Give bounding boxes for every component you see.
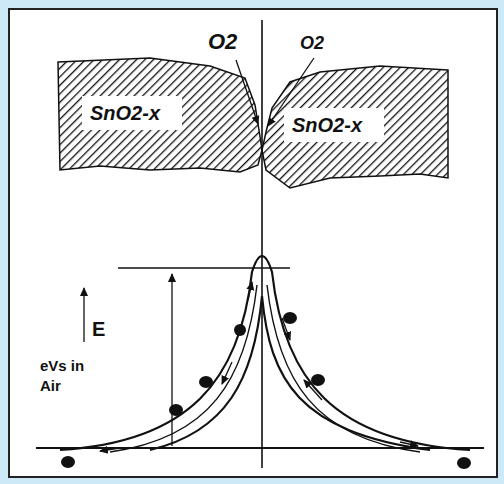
barrier-label: eVs in Air [40, 356, 100, 397]
electron-dots [61, 312, 471, 469]
flow-arrow [248, 282, 252, 300]
gas-label: O2 [300, 34, 324, 54]
material-label: SnO2-x [292, 114, 362, 136]
barrier-curve-mid [110, 285, 420, 452]
gas-label: O2 [208, 30, 237, 54]
label-patch [284, 108, 384, 142]
axis-label: E [92, 318, 105, 340]
material-label: SnO2-x [90, 102, 160, 124]
label-patch [82, 96, 182, 130]
barrier-level [118, 267, 290, 269]
symmetry-line [261, 20, 263, 468]
grain-left [58, 58, 262, 172]
flow-arrow [400, 442, 418, 446]
barrier-curve-outer [60, 256, 470, 450]
energy-arrow [83, 288, 84, 342]
flow-arrow [100, 448, 120, 451]
grain-right [262, 66, 448, 188]
barrier-curve-inner [150, 296, 430, 450]
flow-arrow [222, 362, 232, 384]
oxygen-arrow [236, 60, 258, 124]
